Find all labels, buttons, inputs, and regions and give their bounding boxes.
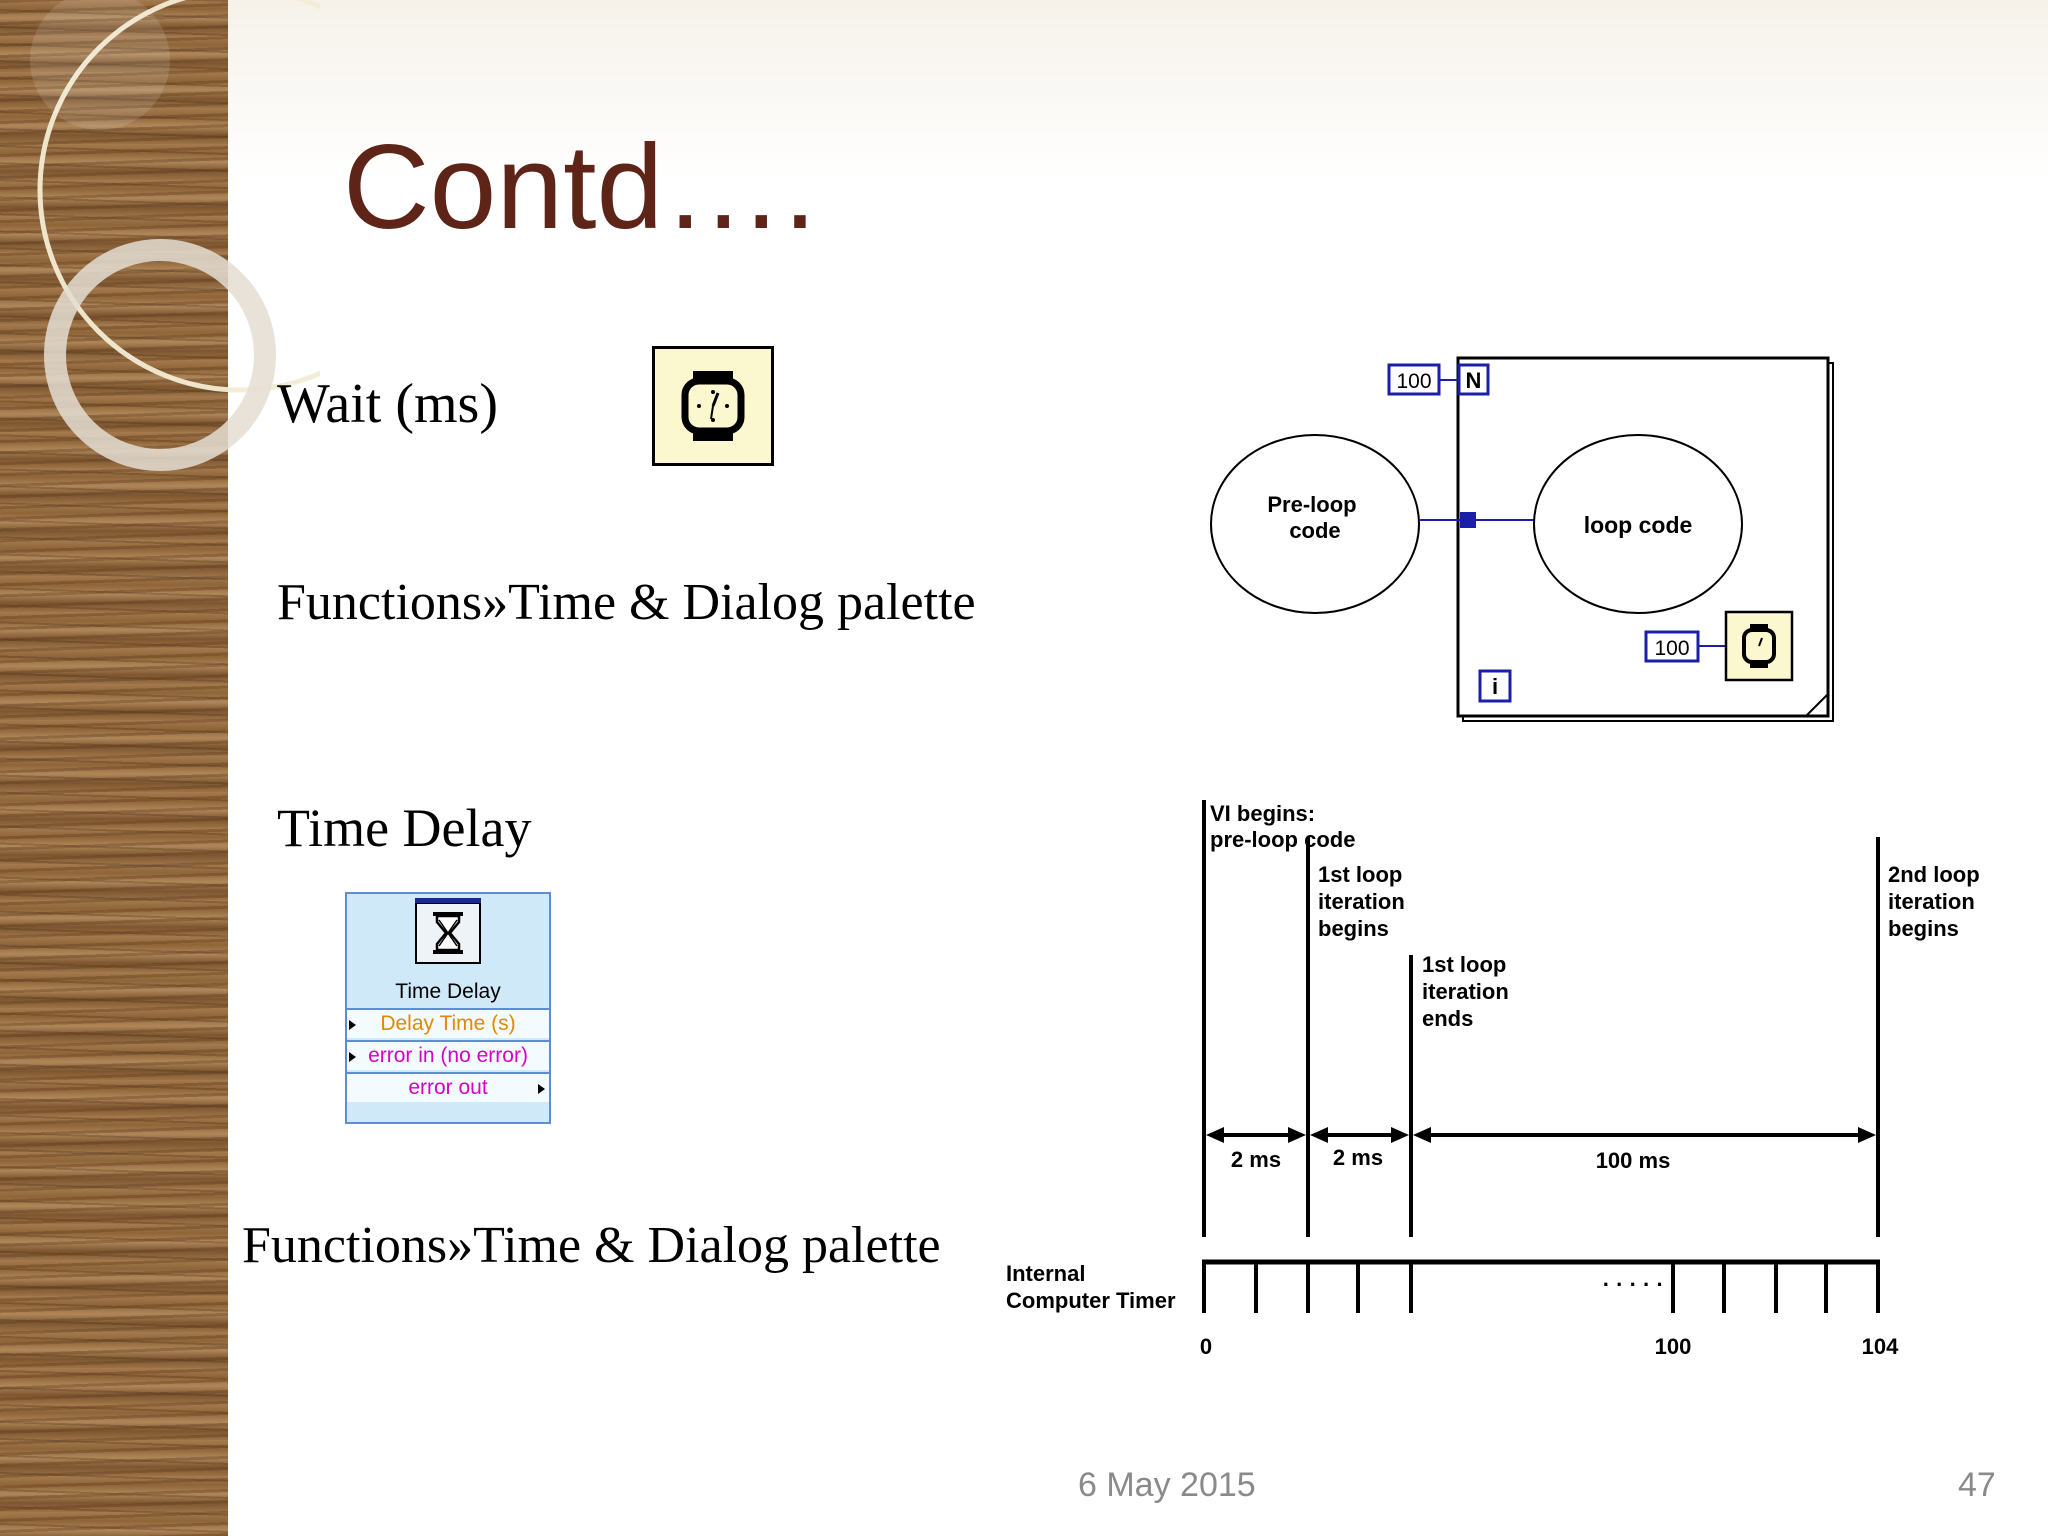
error-in-label: error in (no error) — [368, 1044, 528, 1067]
loop-frame-corner — [1805, 693, 1829, 717]
tick-value-104: 104 — [1862, 1334, 1899, 1359]
timer-ticks — [1202, 1262, 1880, 1313]
time-delay-block: Time Delay Delay Time (s) error in (no e… — [345, 892, 551, 1124]
event-label-vi-begins-1: VI begins: — [1210, 801, 1315, 826]
interval-arrow-3 — [1413, 1127, 1876, 1143]
error-out-terminal: error out — [347, 1072, 549, 1102]
pre-loop-label-line-2: code — [1289, 518, 1340, 543]
event-label-iter1-begins-2: iteration — [1318, 889, 1405, 914]
wait-constant: 100 — [1654, 637, 1689, 660]
event-label-iter1-ends-1: 1st loop — [1422, 952, 1506, 977]
hourglass-icon — [415, 898, 481, 964]
slide-title: Contd…. — [343, 120, 817, 254]
footer-date: 6 May 2015 — [1078, 1466, 1256, 1504]
for-loop-diagram: 100 N Pre-loop code loop code 100 i — [1210, 356, 1834, 722]
interval-arrow-1 — [1206, 1127, 1306, 1143]
functions-palette-label-1: Functions»Time & Dialog palette — [277, 574, 976, 631]
interval-label-1: 2 ms — [1231, 1147, 1281, 1172]
event-label-iter1-ends-2: iteration — [1422, 979, 1509, 1004]
pre-loop-code-bubble — [1210, 434, 1420, 614]
wait-ms-label: Wait (ms) — [277, 373, 498, 435]
event-label-iter1-begins-1: 1st loop — [1318, 862, 1402, 887]
loop-tunnel — [1460, 512, 1476, 528]
event-label-iter1-begins-3: begins — [1318, 916, 1389, 941]
event-label-iter1-ends-3: ends — [1422, 1006, 1473, 1031]
tick-value-100: 100 — [1655, 1334, 1692, 1359]
stopwatch-icon — [1742, 624, 1776, 668]
interval-arrow-2 — [1310, 1127, 1409, 1143]
delay-time-terminal: Delay Time (s) — [347, 1008, 549, 1038]
time-delay-label: Time Delay — [277, 798, 532, 858]
interval-label-2: 2 ms — [1333, 1145, 1383, 1170]
error-out-label: error out — [408, 1076, 488, 1099]
slide-background — [228, 0, 2048, 1536]
count-terminal: N — [1466, 368, 1482, 393]
stopwatch-icon — [652, 346, 774, 466]
timing-diagram: VI begins: pre-loop code 1st loop iterat… — [1006, 800, 1980, 1359]
loop-code-bubble — [1533, 434, 1743, 614]
event-label-iter2-begins-3: begins — [1888, 916, 1959, 941]
functions-palette-label-2: Functions»Time & Dialog palette — [242, 1217, 941, 1274]
tick-value-0: 0 — [1200, 1334, 1212, 1359]
iteration-terminal: i — [1492, 674, 1498, 699]
interval-label-3: 100 ms — [1596, 1148, 1671, 1173]
loop-code-label: loop code — [1584, 512, 1693, 538]
input-arrow-icon — [349, 1020, 356, 1030]
count-terminal-box — [1457, 363, 1490, 396]
timer-label-line-2: Computer Timer — [1006, 1288, 1176, 1313]
timer-label-line-1: Internal — [1006, 1261, 1085, 1286]
page-number: 47 — [1958, 1466, 1996, 1504]
output-arrow-icon — [538, 1084, 545, 1094]
event-label-iter2-begins-2: iteration — [1888, 889, 1975, 914]
count-constant: 100 — [1396, 370, 1431, 393]
pre-loop-label-line-1: Pre-loop — [1267, 492, 1356, 517]
event-label-iter2-begins-1: 2nd loop — [1888, 862, 1980, 887]
event-label-vi-begins-2: pre-loop code — [1210, 827, 1355, 852]
iteration-terminal-box — [1478, 669, 1512, 703]
error-in-terminal: error in (no error) — [347, 1040, 549, 1070]
time-delay-name: Time Delay — [395, 980, 501, 1003]
delay-time-label: Delay Time (s) — [380, 1012, 516, 1035]
count-constant-box — [1387, 363, 1441, 396]
decorative-rings — [30, 0, 320, 471]
timer-ellipsis: · · · · · · — [1603, 1272, 1678, 1297]
input-arrow-icon — [349, 1052, 356, 1062]
